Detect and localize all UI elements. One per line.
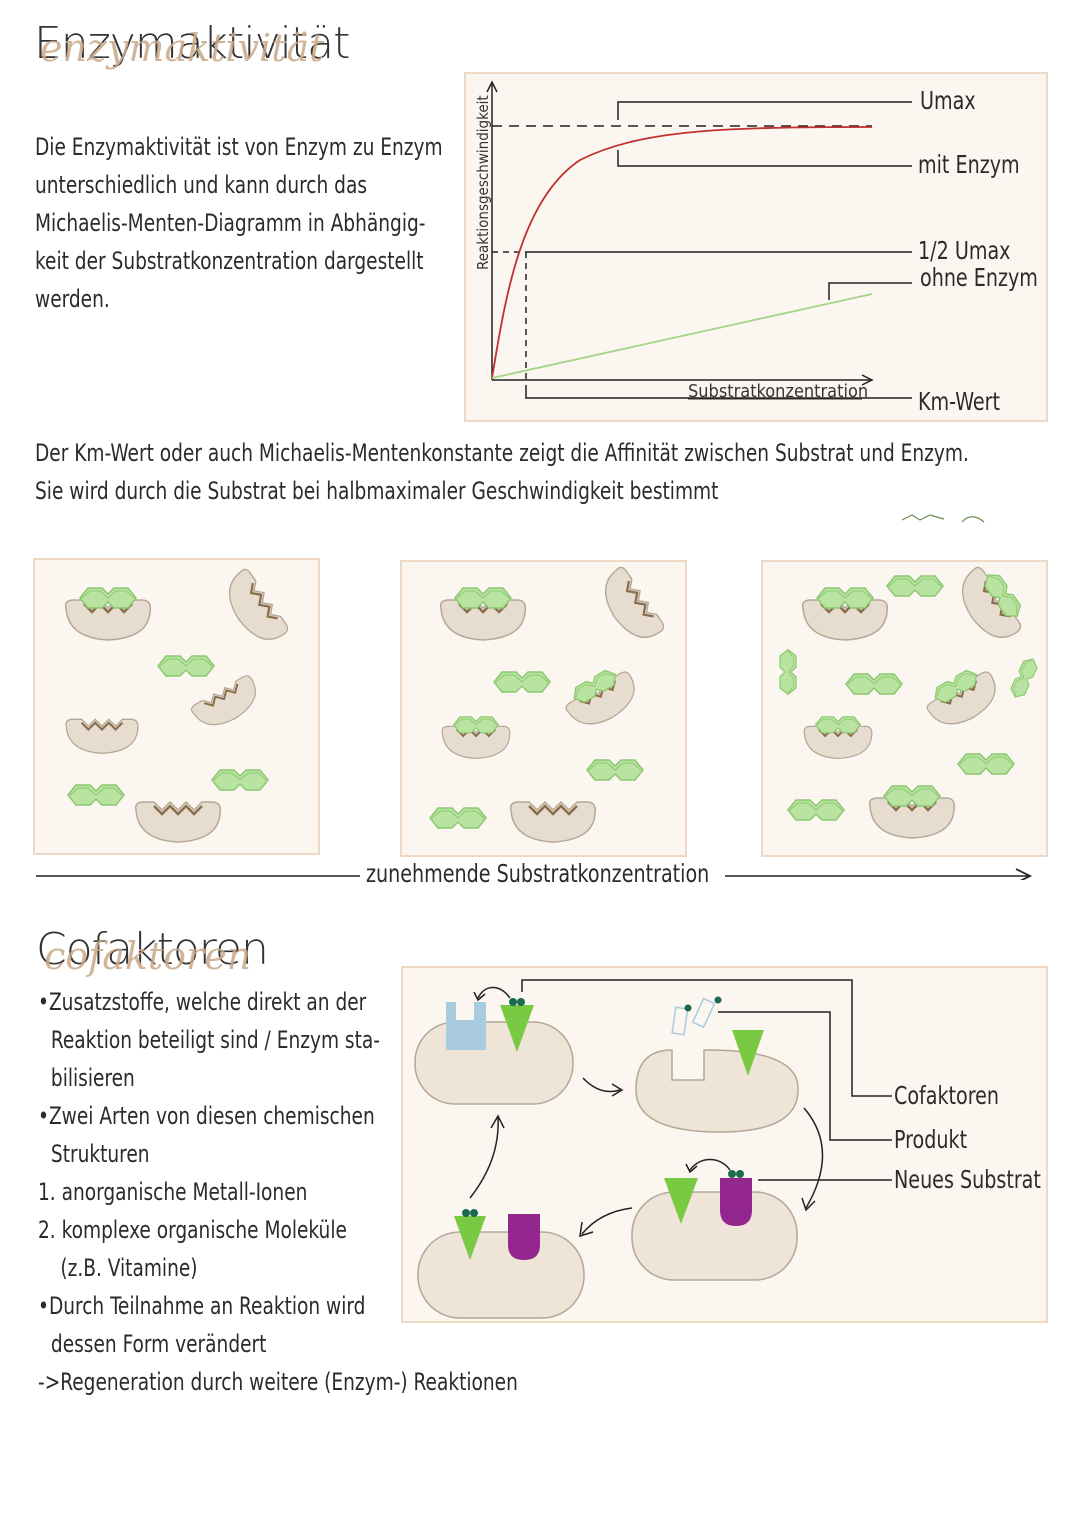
cofactor-dot [470,1209,478,1217]
x-axis-label: Substratkonzentration [688,381,868,402]
list-item: Reaktion beteiligt sind / Enzym sta- [50,1026,380,1054]
label-umax: Umax [920,86,976,115]
decorative-squiggle [901,514,985,523]
list-item: (z.B. Vitamine) [60,1254,198,1282]
section-title-cofaktoren: Cofaktoren [36,924,269,975]
cofactor-green-4 [454,1216,486,1260]
cofactor-green-1 [500,1005,534,1052]
leader-ohne-enzym [828,282,912,300]
section-title-enzymaktivitaet: Enzymaktivität [34,18,350,69]
title-script-overlay: enzymaktivität [40,26,325,70]
y-axis-arrow [486,80,498,93]
arrow-head-icon [1015,868,1033,880]
box-high-molecules [779,559,1041,838]
substrate-purple-2 [508,1214,540,1260]
concentration-arrow-label: zunehmende Substratkonzentration [366,859,710,888]
title-script-overlay: cofaktoren [44,934,252,978]
leader-mit-enzym [617,150,912,167]
cofactor-dot [509,998,517,1006]
transfer-arrow-3 [689,1158,731,1171]
cofactor-dot [462,1209,470,1217]
km-line: Sie wird durch die Substrat bei halbmaxi… [35,477,719,505]
intro-line: Michaelis-Menten-Diagramm in Abhängig- [35,209,426,237]
list-item: dessen Form verändert [50,1330,267,1358]
substrate-purple-1 [720,1178,752,1226]
km-line: Der Km-Wert oder auch Michaelis-Mentenko… [35,439,969,467]
km-paragraph: Der Km-Wert oder auch Michaelis-Mentenko… [35,434,969,510]
cofactor-dot [736,1170,744,1178]
intro-line: keit der Substratkonzentration dargestel… [35,247,424,275]
label-neues-substrat: Neues Substrat [894,1165,1041,1194]
leader-km [525,385,912,399]
intro-paragraph: Die Enzymaktivität ist von Enzym zu Enzy… [35,128,443,318]
x-axis-arrow [861,374,874,386]
leader-umax [617,101,912,120]
transfer-arrow-1 [477,986,511,999]
title-text: Enzymaktivität [34,18,350,69]
box-low-molecules [64,566,292,844]
substrate-blue [446,1002,486,1050]
list-item: 2. komplexe organische Moleküle [38,1216,347,1244]
line-ohne-enzym [491,293,873,379]
list-item: Strukturen [50,1140,150,1168]
cofactor-dot [728,1170,736,1178]
cycle-arrow-1 [582,1077,621,1093]
y-axis-label: Reaktionsgeschwindigkeit [474,95,492,270]
cofactor-green-2 [732,1030,764,1076]
leader-produkt [718,1011,892,1141]
curve-mit-enzym [491,126,873,379]
list-item: •Durch Teilnahme an Reaktion wird [38,1292,366,1320]
label-ohne-enzym: ohne Enzym [920,263,1038,292]
cofactor-dot [517,998,525,1006]
intro-line: werden. [35,285,110,313]
list-item: •Zusatzstoffe, welche direkt an der [38,988,367,1016]
enzyme-body-1 [414,1021,574,1105]
list-item: ->Regeneration durch weitere (Enzym-) Re… [38,1368,518,1396]
michaelis-menten-chart: Reaktionsgeschwindigkeit Substratkonzent… [474,80,912,402]
list-item: bilisieren [50,1064,135,1092]
label-cofaktoren: Cofaktoren [894,1081,1000,1110]
cofactor-dot [684,1004,692,1012]
list-item: 1. anorganische Metall-Ionen [38,1178,308,1206]
michaelis-menten-chart-box [464,72,1048,422]
cofactor-diagram [414,979,892,1319]
cofactor-dot [714,996,722,1004]
intro-line: Die Enzymaktivität ist von Enzym zu Enzy… [35,133,443,161]
product-piece [671,1006,689,1036]
cycle-arrow-2 [803,1107,824,1209]
product-piece [691,997,716,1029]
box-medium-molecules [429,564,668,844]
cycle-arrow-4 [469,1117,499,1199]
leader-cofaktoren [521,979,892,1097]
label-produkt: Produkt [894,1125,968,1154]
cofaktoren-list: •Zusatzstoffe, welche direkt an der Reak… [38,983,518,1401]
cycle-arrow-3 [581,1207,633,1235]
cofactor-green-3 [664,1178,698,1224]
substrate-illustrations [36,540,1041,880]
enzyme-body-2 [635,1049,799,1133]
list-item: •Zwei Arten von diesen chemischen [38,1102,375,1130]
label-km-wert: Km-Wert [918,387,1000,416]
intro-line: unterschiedlich und kann durch das [35,171,368,199]
label-mit-enzym: mit Enzym [918,150,1020,179]
label-half-umax: 1/2 Umax [918,236,1011,265]
enzyme-body-3 [631,1191,798,1281]
enzyme-body-4 [417,1231,585,1319]
title-text: Cofaktoren [36,924,269,975]
